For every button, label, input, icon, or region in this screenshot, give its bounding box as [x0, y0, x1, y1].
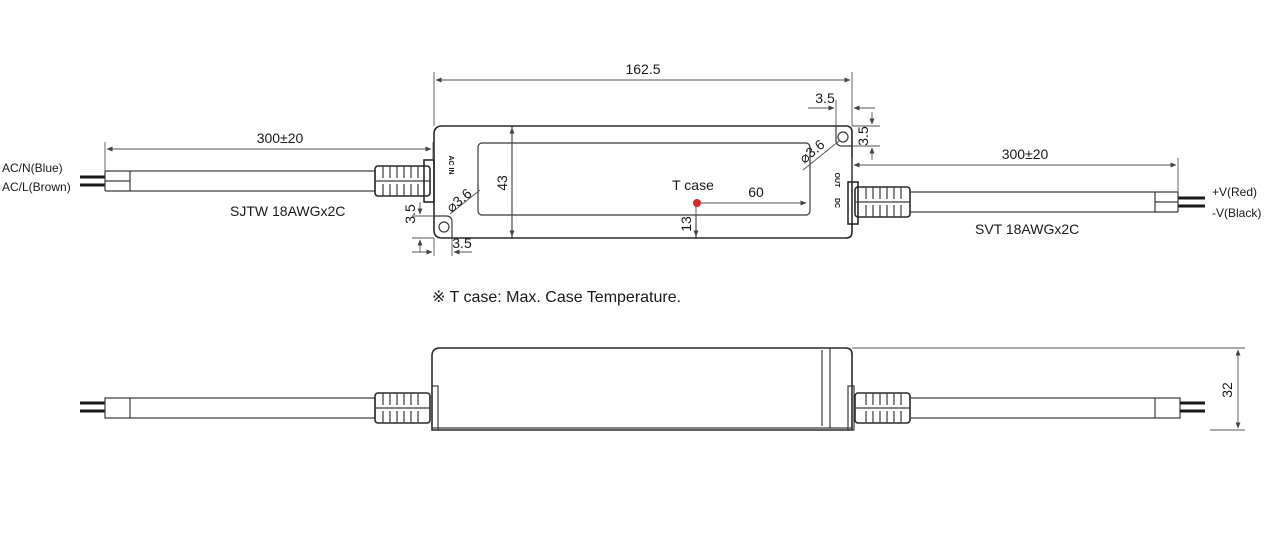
corner-offset-right-label: 3.5 [855, 126, 871, 146]
tcase-marker [693, 199, 701, 207]
corner-offset-bottom-label: 3.5 [452, 235, 472, 251]
output-wire-2-label: -V(Black) [1212, 206, 1261, 220]
corner-offset-left-label: 3.5 [402, 204, 418, 224]
tcase-label: T case [672, 177, 714, 193]
input-wire-1-label: AC/N(Blue) [2, 161, 63, 175]
output-end-label-1: OUT [833, 173, 840, 189]
side-height-label: 32 [1219, 382, 1235, 398]
dimension-lines [104, 72, 1179, 256]
input-wire-2-label: AC/L(Brown) [2, 180, 71, 194]
output-strain-relief [847, 181, 911, 225]
output-cable [909, 191, 1205, 213]
hole-dia-right-label: ⌀3.6 [796, 136, 828, 166]
side-view: 32 [80, 347, 1245, 431]
input-strain-relief [374, 159, 435, 203]
output-lead-length-label: 300±20 [1002, 146, 1049, 162]
output-wire-1-label: +V(Red) [1212, 185, 1257, 199]
output-cable-type-label: SVT 18AWGx2C [975, 221, 1079, 237]
input-cable-type-label: SJTW 18AWGx2C [230, 203, 345, 219]
input-lead-length-label: 300±20 [257, 130, 304, 146]
footnote: ※ T case: Max. Case Temperature. [432, 289, 681, 306]
tcase-offset-y-label: 13 [678, 216, 694, 232]
input-cable [80, 170, 376, 192]
tcase-offset-x-label: 60 [748, 184, 764, 200]
overall-length-label: 162.5 [625, 61, 660, 77]
input-end-label: AC IN [447, 155, 454, 174]
output-end-label-2: DC [833, 198, 840, 208]
corner-offset-top-label: 3.5 [815, 90, 835, 106]
hole-dia-left-label: ⌀3.6 [443, 185, 475, 215]
top-view: 162.5 300±20 300±20 3.5 3.5 3.5 3.5 ⌀3.6… [2, 61, 1261, 256]
body-height-label: 43 [494, 175, 510, 191]
